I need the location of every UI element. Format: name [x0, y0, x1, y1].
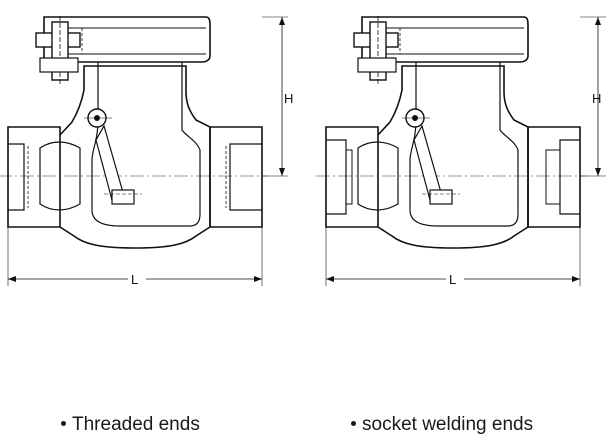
caption-text: socket welding ends	[362, 414, 534, 435]
threaded-valve-drawing: H L	[0, 15, 293, 287]
height-label: H	[284, 91, 293, 106]
socket-welding-ends-caption: socket welding ends	[351, 414, 533, 436]
bullet-icon	[61, 421, 66, 427]
height-label: H	[592, 91, 601, 106]
caption-text: Threaded ends	[72, 414, 200, 435]
threaded-ends-caption: Threaded ends	[61, 414, 200, 436]
bullet-icon	[351, 421, 356, 427]
length-label: L	[131, 272, 138, 287]
socket-valve-drawing: H L	[315, 15, 606, 287]
length-label: L	[449, 272, 456, 287]
